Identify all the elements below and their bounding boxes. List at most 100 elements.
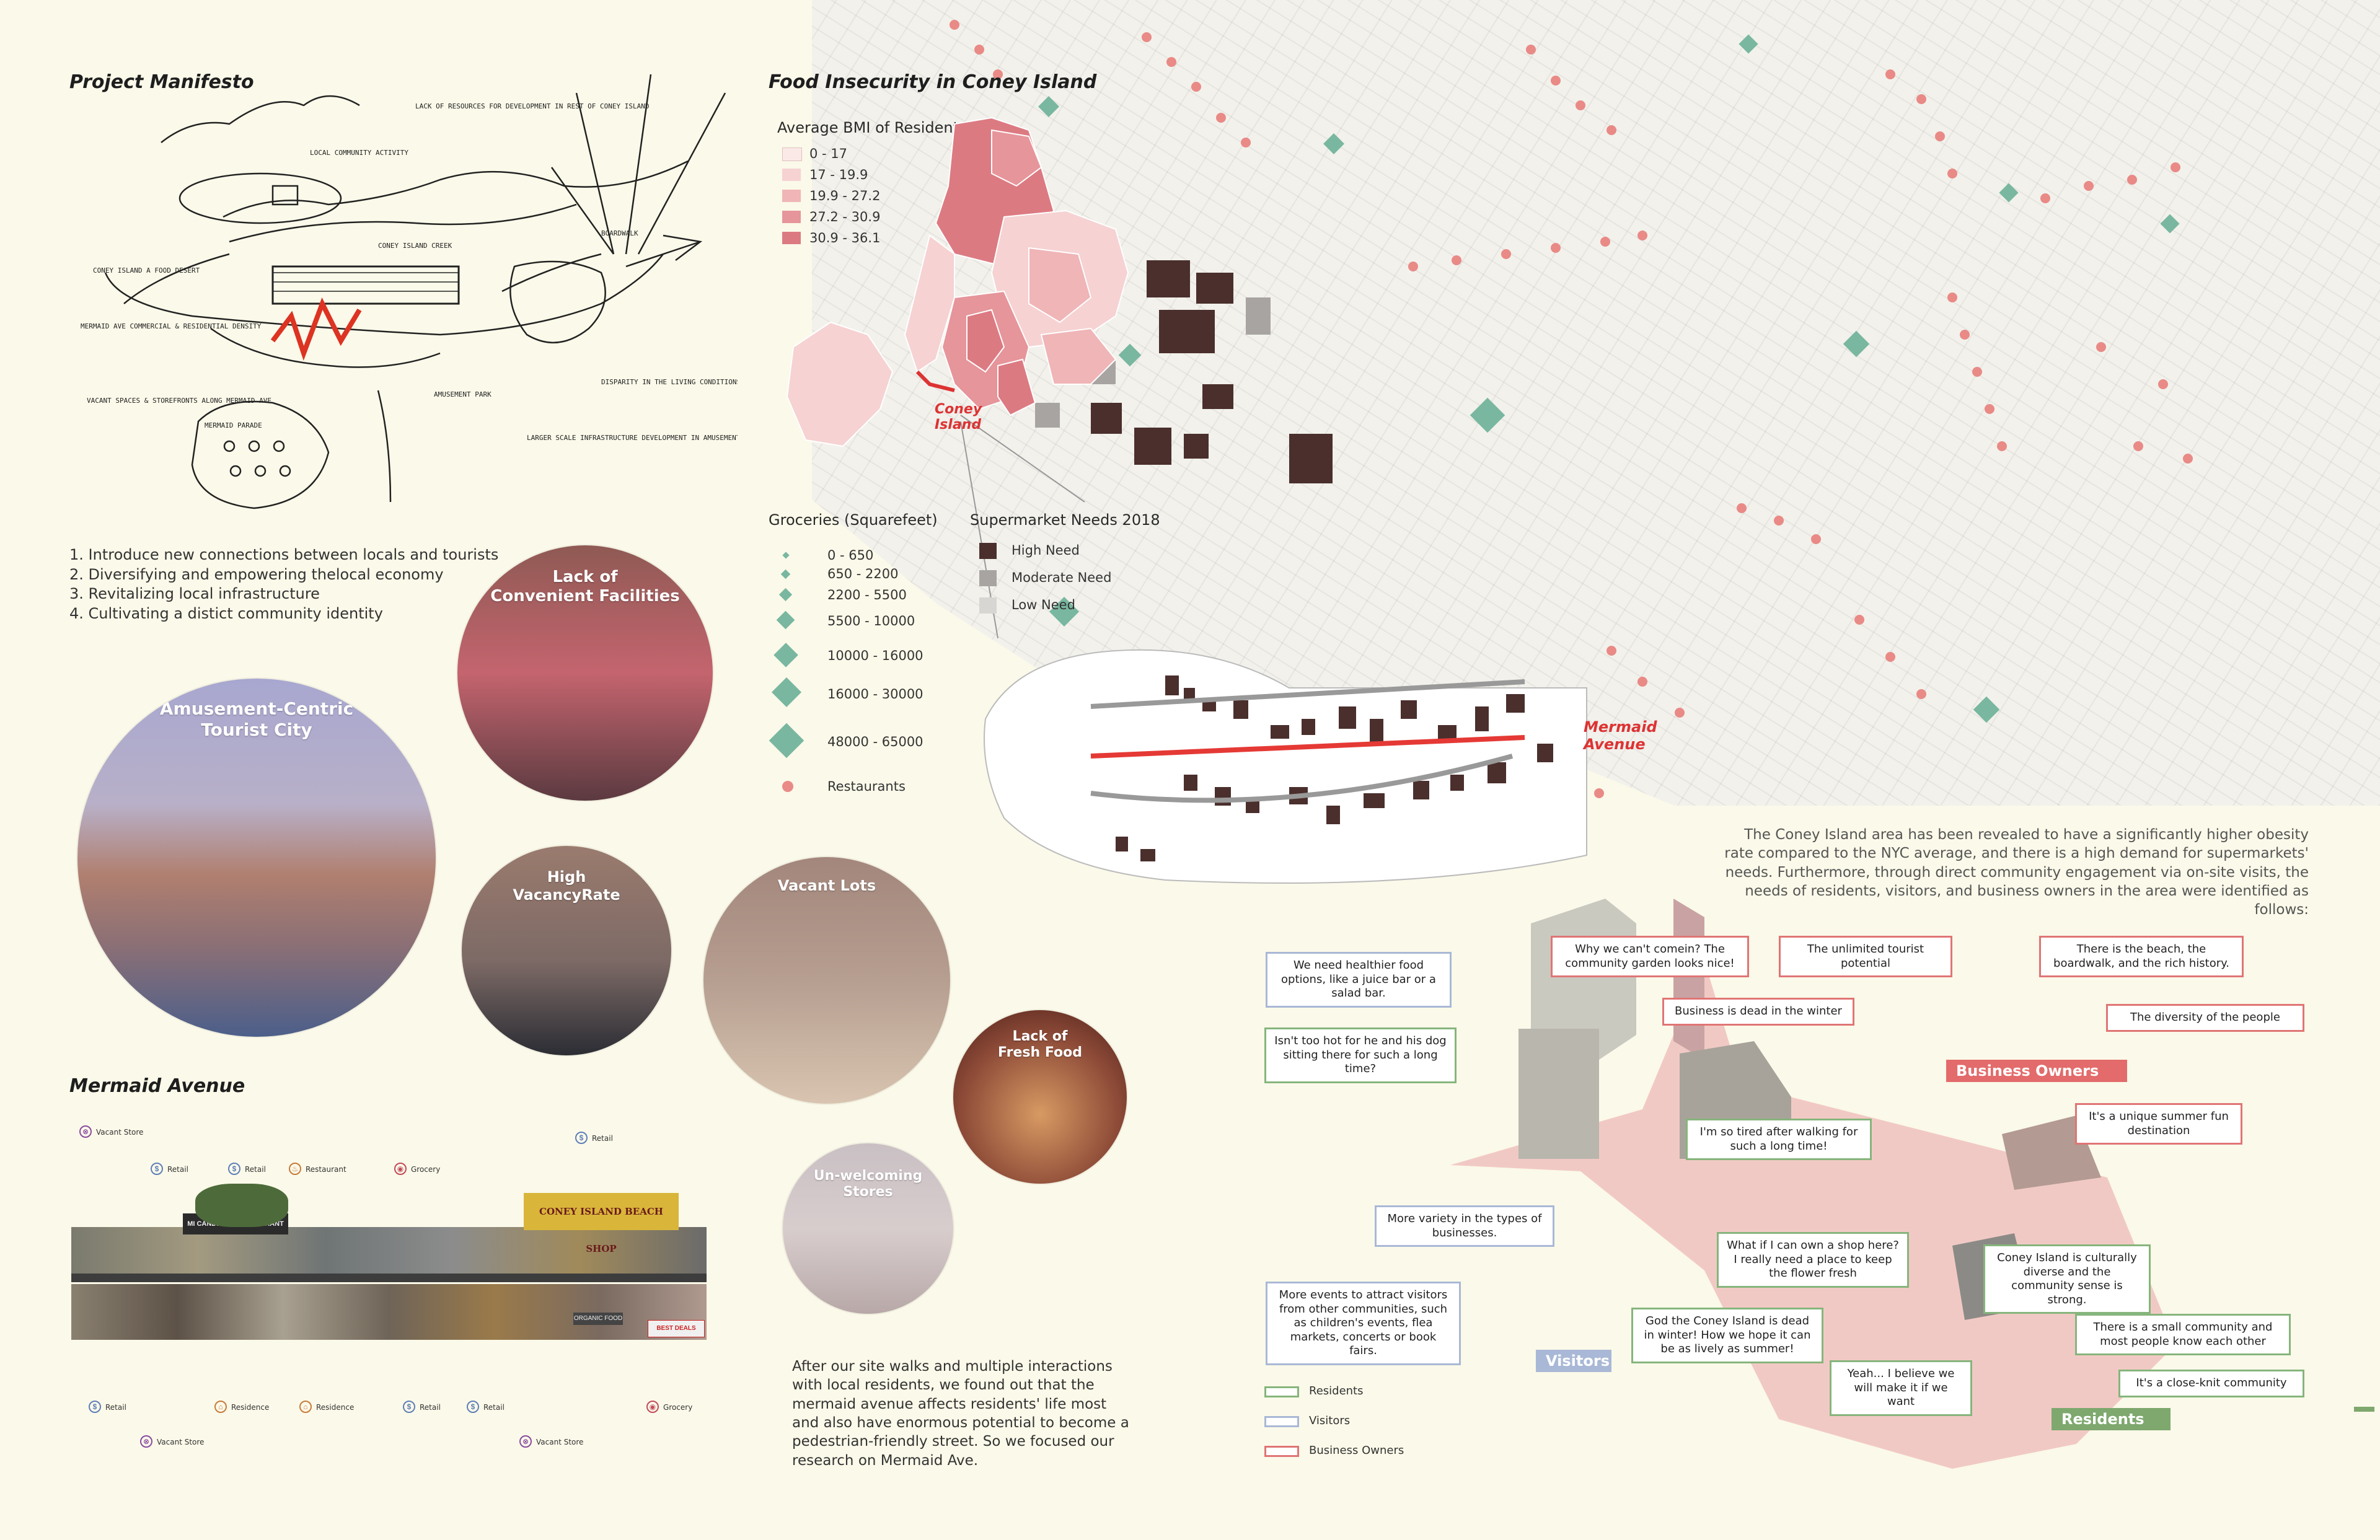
groceries-legend-item: 0 - 650 [827, 548, 874, 563]
sketch-note: CONEY ISLAND A FOOD DESERT [93, 266, 200, 275]
visitors-legend-swatch [1264, 1416, 1299, 1427]
vacant-store-icon: ⊗ [519, 1435, 532, 1448]
need-swatch [979, 597, 997, 614]
retail-icon: $ [228, 1163, 240, 1175]
street-label: Restaurant [306, 1165, 346, 1174]
retail-icon: $ [403, 1401, 415, 1413]
street-divider [71, 1274, 707, 1282]
street-label: Residence [231, 1403, 270, 1412]
street-label: Grocery [411, 1165, 441, 1174]
resident-quote: There is a small community and most peop… [2075, 1314, 2291, 1355]
voices-legend-item: Residents [1309, 1384, 1364, 1397]
resident-quote: What if I can own a shop here? I really … [1717, 1232, 1909, 1288]
restaurants-legend-item: Restaurants [827, 779, 906, 794]
street-label: Retail [245, 1165, 266, 1174]
street-label: Vacant Store [96, 1128, 144, 1137]
vacant-store-icon: ⊗ [140, 1435, 152, 1448]
sketch-note: VACANT SPACES & STOREFRONTS ALONG MERMAI… [87, 397, 271, 405]
resident-quote: Coney Island is culturally diverse and t… [1983, 1244, 2151, 1314]
nyc-bmi-map [786, 117, 1129, 447]
street-label: Retail [167, 1165, 188, 1174]
street-label: Residence [316, 1403, 355, 1412]
voices-legend-item: Business Owners [1309, 1444, 1404, 1457]
street-facade-bottom [71, 1284, 707, 1340]
needs-legend-title: Supermarket Needs 2018 [970, 511, 1160, 529]
street-label: Grocery [663, 1403, 693, 1412]
owner-quote: Business is dead in the winter [1662, 998, 1854, 1026]
owner-quote: Why we can't comein? The community garde… [1551, 936, 1749, 977]
resident-quote: I'm so tired after walking for such a lo… [1686, 1119, 1872, 1160]
visitor-quote: We need healthier food options, like a j… [1266, 952, 1452, 1008]
store-sign: CONEY ISLAND BEACH SHOP [524, 1193, 679, 1254]
sketch-note: MERMAID PARADE [205, 421, 262, 429]
sketch-note: BOARDWALK [601, 229, 638, 237]
owner-quote: There is the beach, the boardwalk, and t… [2039, 936, 2244, 977]
retail-icon: $ [575, 1132, 588, 1144]
bmi-legend-title: Average BMI of Residents [777, 119, 967, 136]
sketch-note: LARGER SCALE INFRASTRUCTURE DEVELOPMENT … [527, 434, 738, 442]
mermaid-avenue-map-label: Mermaid Avenue [1584, 718, 1657, 753]
needs-legend-item: High Need [1011, 543, 1080, 558]
sketch-note: MERMAID AVE COMMERCIAL & RESIDENTIAL DEN… [81, 322, 262, 330]
circle-vacancy-rate: High VacancyRate [462, 846, 671, 1055]
street-elevation: MI CANDELITA RESTAURANT CONEY ISLAND BEA… [71, 1177, 707, 1357]
needs-legend-item: Moderate Need [1011, 570, 1112, 585]
street-label: Vacant Store [536, 1438, 584, 1446]
grocery-icon: ◉ [394, 1163, 407, 1175]
bmi-swatch [782, 190, 801, 202]
groceries-legend-item: 10000 - 16000 [827, 648, 923, 663]
circle-label: Un-welcoming Stores [813, 1168, 923, 1200]
circle-fresh-food: Lack of Fresh Food [953, 1010, 1127, 1184]
circle-tourist-city: Amusement-Centric Tourist City [77, 679, 436, 1037]
manifesto-sketch: LACK OF RESOURCES FOR DEVELOPMENT IN RES… [81, 74, 738, 509]
food-description: The Coney Island area has been revealed … [1724, 827, 2309, 918]
visitor-quote: More events to attract visitors from oth… [1266, 1282, 1461, 1365]
grocery-icon: ◉ [646, 1401, 659, 1413]
groceries-legend-item: 650 - 2200 [827, 566, 899, 581]
groceries-legend-item: 2200 - 5500 [827, 587, 907, 602]
visitors-tag: Visitors [1536, 1350, 1611, 1372]
circle-label: Amusement-Centric Tourist City [159, 698, 354, 740]
sketch-note: LACK OF RESOURCES FOR DEVELOPMENT IN RES… [415, 102, 650, 110]
visitor-quote: More variety in the types of businesses. [1375, 1205, 1554, 1247]
street-label: Vacant Store [157, 1438, 205, 1446]
bmi-legend-item: 17 - 19.9 [809, 167, 868, 182]
grocery-diamonds [1038, 34, 2180, 723]
voices-legend-item: Visitors [1309, 1414, 1351, 1427]
groceries-legend-item: 48000 - 65000 [827, 734, 923, 749]
street-label: Retail [592, 1134, 613, 1143]
residents-tag [2354, 1407, 2374, 1412]
residents-legend-swatch [1264, 1386, 1299, 1397]
food-title: Food Insecurity in Coney Island [769, 71, 1097, 93]
restaurant-dot-icon [782, 781, 793, 792]
restaurant-icon: ♨ [289, 1163, 301, 1175]
circle-label: High VacancyRate [513, 868, 620, 904]
groceries-legend-title: Groceries (Squarefeet) [769, 511, 938, 529]
red-zigzag [270, 297, 362, 361]
resident-quote: It's a close-knit community [2118, 1370, 2304, 1397]
resident-quote: Yeah... I believe we will make it if we … [1830, 1360, 1972, 1416]
circle-label: Vacant Lots [777, 877, 876, 894]
street-label: Retail [105, 1403, 126, 1412]
high-need-blocks [1091, 260, 1333, 483]
street-label: Retail [483, 1403, 505, 1412]
residents-tag: Residents [2052, 1408, 2171, 1430]
need-swatch [979, 570, 997, 586]
groceries-legend-item: 16000 - 30000 [827, 687, 923, 702]
bmi-swatch [782, 147, 802, 161]
sketch-note: DISPARITY IN THE LIVING CONDITIONS OF TO… [601, 378, 738, 386]
mermaid-paragraph: After our site walks and multiple intera… [792, 1358, 1129, 1469]
coney-island-label: Coney Island [935, 402, 982, 433]
circle-label: Lack of Fresh Food [998, 1029, 1082, 1061]
store-sign: ORGANIC FOOD [573, 1313, 623, 1325]
bmi-legend-item: 30.9 - 36.1 [809, 231, 881, 245]
residence-icon: ⌂ [299, 1401, 312, 1413]
coney-island-highlight [915, 370, 955, 392]
business-owners-tag: Business Owners [1946, 1060, 2127, 1082]
owner-quote: The unlimited tourist potential [1779, 936, 1952, 977]
owner-quote: The diversity of the people [2106, 1004, 2304, 1032]
resident-quote: God the Coney Island is dead in winter! … [1631, 1308, 1823, 1363]
sketch-note: LOCAL COMMUNITY ACTIVITY [310, 149, 408, 157]
groceries-legend-item: 5500 - 10000 [827, 614, 915, 628]
retail-icon: $ [467, 1401, 479, 1413]
